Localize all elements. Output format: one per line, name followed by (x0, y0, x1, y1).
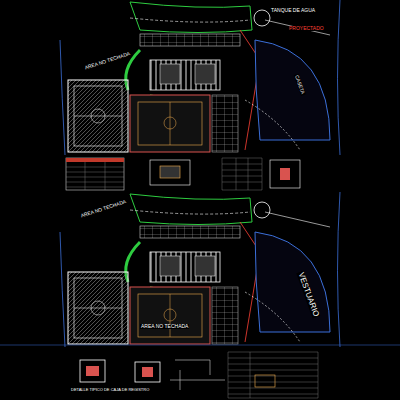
plan-label: PROYECTADO (288, 26, 325, 31)
plan-label: AREA NO TECHADA (83, 51, 132, 71)
plan-label: AREA NO TECHADA (79, 199, 128, 219)
plan-label: DETALLE TIPICO DE CAJA DE REGISTRO (70, 388, 150, 392)
plan-label: AREA NO TECHADA (140, 324, 189, 329)
plan-label: TANQUE DE AGUA (270, 8, 316, 13)
